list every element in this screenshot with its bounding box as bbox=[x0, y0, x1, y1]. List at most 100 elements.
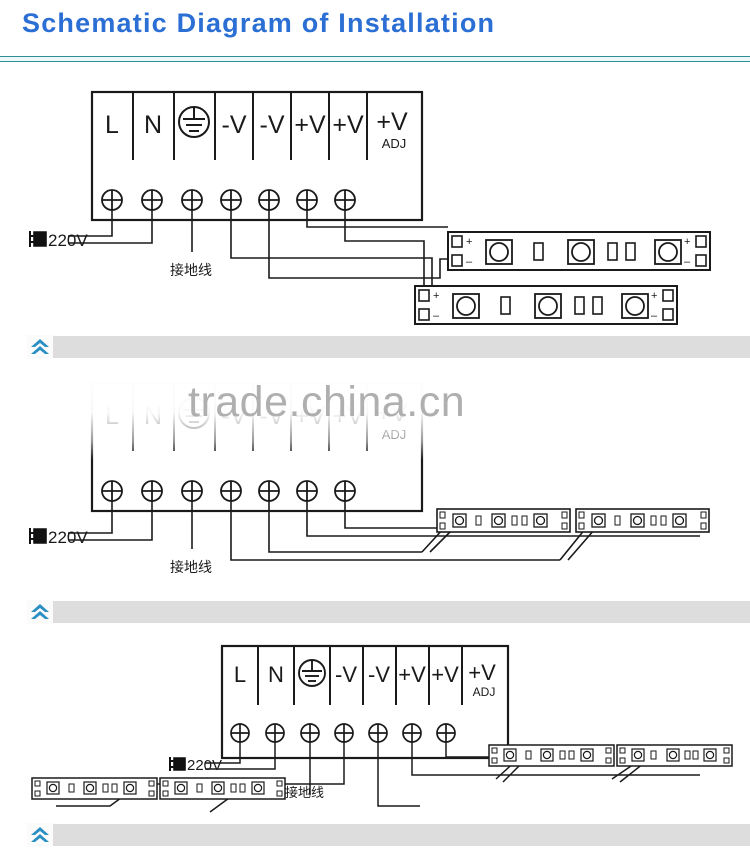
resistor bbox=[660, 515, 667, 526]
led-chip bbox=[621, 293, 649, 319]
led-chip bbox=[123, 781, 137, 795]
led-chip bbox=[251, 781, 265, 795]
terminal-label-pos-v-0: +V bbox=[294, 111, 326, 139]
screw-terminal bbox=[141, 189, 163, 211]
resistor bbox=[559, 750, 566, 760]
resistor bbox=[533, 242, 544, 261]
resistor bbox=[607, 242, 618, 261]
resistor bbox=[684, 750, 691, 760]
mains-label: 220V bbox=[187, 757, 222, 774]
led-chip bbox=[211, 781, 225, 795]
resistor bbox=[614, 515, 621, 526]
led-chip bbox=[631, 748, 645, 762]
led-chip bbox=[533, 513, 548, 528]
led-chip bbox=[452, 513, 467, 528]
section-separator-2 bbox=[50, 601, 750, 623]
terminal-label-n: N bbox=[268, 662, 284, 687]
double-chevron-up-icon bbox=[31, 604, 49, 619]
led-chip bbox=[540, 748, 554, 762]
section-separator-3 bbox=[50, 824, 750, 846]
led-chip bbox=[174, 781, 188, 795]
screw-terminal bbox=[436, 723, 456, 743]
led-chip bbox=[491, 513, 506, 528]
terminal-label-pos-v-adj: +V bbox=[468, 660, 496, 685]
resistor bbox=[239, 783, 246, 793]
resistor bbox=[196, 783, 203, 793]
resistor bbox=[230, 783, 237, 793]
pad-minus-label: – bbox=[651, 310, 658, 322]
terminal-label-pos-v-1: +V bbox=[332, 111, 364, 139]
screw-terminal bbox=[334, 189, 356, 211]
collapse-toggle-2[interactable] bbox=[27, 600, 53, 624]
resistor bbox=[650, 750, 657, 760]
screw-terminal bbox=[368, 723, 388, 743]
terminal-label-n: N bbox=[144, 111, 162, 139]
section-separator-1 bbox=[50, 336, 750, 358]
resistor bbox=[511, 515, 518, 526]
mains-label: 220V bbox=[48, 231, 88, 250]
ground-wire-label: 接地线 bbox=[170, 262, 212, 279]
double-chevron-up-icon bbox=[31, 339, 49, 354]
terminal-label-l: L bbox=[234, 662, 246, 687]
screw-terminal bbox=[296, 480, 318, 502]
led-chip bbox=[485, 239, 513, 265]
resistor bbox=[111, 783, 118, 793]
led-strip-4 bbox=[575, 508, 710, 533]
led-chip bbox=[630, 513, 645, 528]
resistor bbox=[568, 750, 575, 760]
pad-plus-label: + bbox=[651, 290, 657, 302]
title-divider bbox=[0, 56, 750, 62]
resistor bbox=[574, 296, 585, 315]
double-chevron-up-icon bbox=[31, 827, 49, 842]
screw-terminal bbox=[265, 723, 285, 743]
resistor bbox=[475, 515, 482, 526]
diagram-1-two-long-strips: L N -V -V +V +V +V ADJ bbox=[0, 0, 750, 340]
terminal-label-neg-v-1: -V bbox=[260, 111, 285, 139]
resistor bbox=[592, 296, 603, 315]
resistor bbox=[650, 515, 657, 526]
ground-symbol-icon bbox=[178, 106, 210, 138]
screw-terminal bbox=[258, 480, 280, 502]
terminal-label-adj: ADJ bbox=[473, 685, 496, 699]
led-chip bbox=[534, 293, 562, 319]
led-strip-6 bbox=[159, 777, 286, 800]
screw-terminal bbox=[230, 723, 250, 743]
terminal-label-neg-v-0: -V bbox=[222, 111, 247, 139]
resistor bbox=[500, 296, 511, 315]
screw-terminal bbox=[181, 480, 203, 502]
led-chip bbox=[654, 239, 682, 265]
led-strip-1: + – + – bbox=[447, 231, 711, 271]
led-strip-5 bbox=[31, 777, 158, 800]
screw-terminal bbox=[402, 723, 422, 743]
terminal-label-adj: ADJ bbox=[382, 136, 407, 151]
page-title: Schematic Diagram of Installation bbox=[22, 8, 496, 38]
led-strip-3 bbox=[436, 508, 571, 533]
mains-connector-3: 220V bbox=[169, 757, 222, 774]
terminal-block-1: L N -V -V +V +V +V ADJ bbox=[90, 90, 424, 222]
led-chip bbox=[703, 748, 717, 762]
led-chip bbox=[666, 748, 680, 762]
led-chip bbox=[503, 748, 517, 762]
resistor bbox=[102, 783, 109, 793]
terminal-label-l: L bbox=[105, 111, 119, 139]
terminal-label-pos-v-adj: +V bbox=[376, 108, 408, 136]
pad-minus-label: – bbox=[433, 310, 440, 322]
led-chip bbox=[452, 293, 480, 319]
mains-connector-2: 220V bbox=[29, 528, 88, 547]
resistor bbox=[692, 750, 699, 760]
collapse-toggle-3[interactable] bbox=[27, 823, 53, 847]
led-chip bbox=[83, 781, 97, 795]
pad-plus-label: + bbox=[466, 236, 472, 248]
led-strip-2: + – + – bbox=[414, 285, 678, 325]
ground-symbol-icon bbox=[298, 659, 326, 687]
terminal-label-neg-v-0: -V bbox=[335, 662, 357, 687]
terminal-label-neg-v-1: -V bbox=[368, 662, 390, 687]
collapse-toggle-1[interactable] bbox=[27, 335, 53, 359]
pad-minus-label: – bbox=[466, 256, 473, 268]
led-chip bbox=[567, 239, 595, 265]
led-chip bbox=[672, 513, 687, 528]
mains-connector-1: 220V bbox=[29, 231, 88, 250]
screw-terminal bbox=[220, 480, 242, 502]
pad-plus-label: + bbox=[684, 236, 690, 248]
